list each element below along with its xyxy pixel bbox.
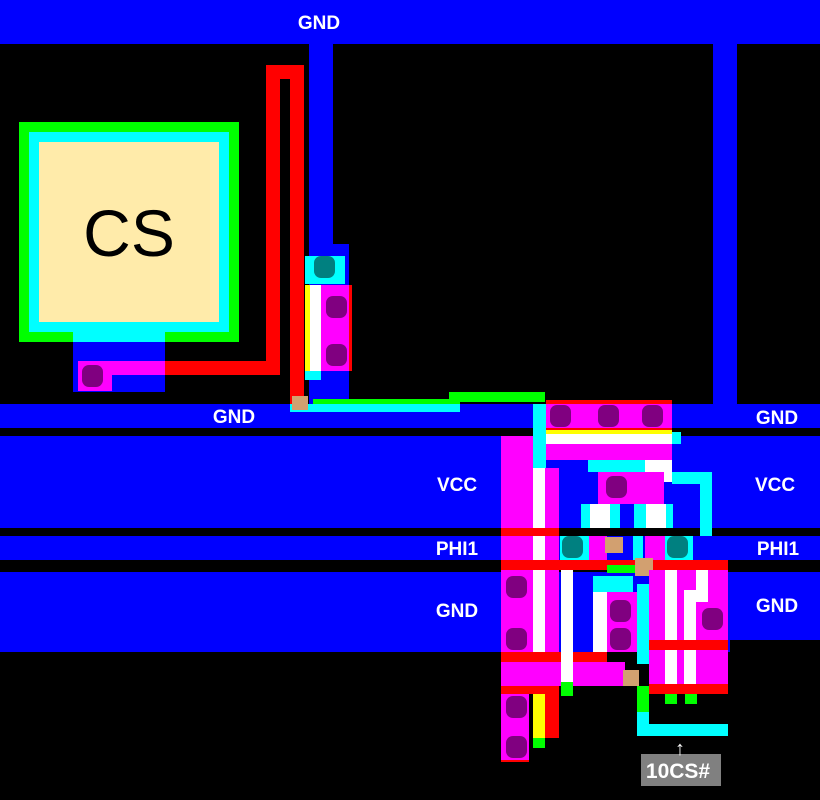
- poly-lower-cross: [600, 560, 728, 570]
- transistor-channel: [310, 285, 321, 371]
- interconnect-lower-v: [637, 584, 649, 664]
- signal-label-box: [641, 754, 721, 786]
- transistor-contact-2: [326, 344, 347, 366]
- metal-strap-gnd-vertical: [309, 44, 333, 254]
- buried-lower-r2: [685, 694, 697, 704]
- channel-col-2: [561, 570, 573, 682]
- pad-contact: [82, 365, 103, 387]
- contact-bottom-2: [506, 736, 527, 758]
- rail-gap: [730, 640, 820, 652]
- overlap-bottom: [533, 694, 545, 738]
- poly-lower-right-bottom: [649, 684, 728, 694]
- buried-contact-3: [635, 558, 653, 576]
- interconnect-tab: [672, 432, 681, 444]
- diffusion-left-column: [501, 436, 533, 652]
- rail-label-gnd-right: GND: [756, 408, 798, 429]
- rail-label-phi1-right: PHI1: [757, 539, 800, 560]
- poly-left-vertical: [266, 65, 280, 375]
- interconnect-right-v: [700, 472, 712, 536]
- pad-diffusion-b: [112, 361, 165, 375]
- via-right: [667, 536, 688, 558]
- pad-label: CS: [83, 196, 175, 270]
- contact-lower-right: [702, 608, 723, 630]
- poly-lower-right-h: [649, 640, 728, 650]
- rail-label-gnd2-left: GND: [436, 601, 478, 622]
- poly-left-cross-2: [501, 560, 607, 570]
- via-left: [562, 536, 583, 558]
- buried-bottom: [533, 738, 545, 748]
- channel-lower-right-1: [665, 570, 677, 692]
- interconnect-left-vertical: [533, 404, 546, 470]
- contact-mid: [606, 476, 627, 498]
- buried-col-2: [561, 682, 573, 696]
- contact-lower-1: [610, 600, 631, 622]
- poly-left-cross-1: [501, 528, 559, 536]
- transistor-contact-1: [326, 296, 347, 318]
- diffusion-mid-bar: [546, 444, 672, 460]
- layout-shapes: [0, 0, 820, 762]
- buried-contact-4: [623, 670, 639, 686]
- metal-strap-right-vertical: [713, 44, 737, 404]
- interconnect-gate-mid: [633, 536, 643, 560]
- rail-label-gnd2-right: GND: [756, 596, 798, 617]
- gate-overlap: [305, 285, 310, 371]
- channel-lower-right-3: [696, 570, 708, 602]
- contact-top-2: [598, 405, 619, 427]
- signal-arrow-icon: ↑: [675, 738, 685, 760]
- contact-lower-2: [610, 628, 631, 650]
- channel-left: [533, 468, 545, 688]
- contact-left-2: [506, 628, 527, 650]
- channel-gate-a: [590, 504, 610, 528]
- buried-contact-2: [605, 537, 623, 553]
- poly-pad-horizontal: [165, 361, 280, 375]
- diffusion-gate-left: [589, 536, 607, 560]
- buried-output: [637, 686, 649, 712]
- contact-bottom-1: [506, 696, 527, 718]
- rail-label-vcc-left: VCC: [437, 475, 477, 496]
- poly-left-cross-3: [501, 652, 607, 662]
- channel-strip: [546, 434, 672, 444]
- metal-rail-phi1: [0, 536, 820, 560]
- channel-gate-b: [646, 504, 666, 528]
- signal-label: 10CS#: [646, 760, 711, 783]
- rail-label-phi1-left: PHI1: [436, 539, 479, 560]
- pad-neck: [73, 332, 165, 342]
- metal-rail-top-gnd: [0, 0, 820, 44]
- channel-lower-a: [593, 592, 607, 652]
- pad-body: [39, 142, 219, 322]
- rail-label-vcc-right: VCC: [755, 475, 795, 496]
- rail-label-top-gnd: GND: [298, 13, 340, 34]
- poly-right-vertical: [290, 65, 304, 405]
- interconnect-output-h: [637, 724, 728, 736]
- interconnect-run: [290, 404, 460, 412]
- buried-contact-1: [292, 396, 308, 410]
- poly-bottom-right: [545, 694, 559, 738]
- diffusion-gate-right: [645, 536, 665, 560]
- contact-left-1: [506, 576, 527, 598]
- poly-bottom-left: [501, 686, 559, 694]
- buried-step: [449, 392, 545, 402]
- buried-lower-r1: [665, 694, 677, 704]
- contact-top-3: [642, 405, 663, 427]
- metal-gap-a: [620, 504, 634, 528]
- buried-lower: [607, 565, 637, 573]
- interconnect-lower-a: [593, 576, 633, 592]
- overlap-strip: [546, 430, 672, 434]
- rail-label-gnd-left: GND: [213, 407, 255, 428]
- contact-top-1: [550, 405, 571, 427]
- buried-run: [313, 399, 460, 404]
- transistor-interconnect-stub: [305, 371, 321, 380]
- via-dot: [314, 256, 335, 278]
